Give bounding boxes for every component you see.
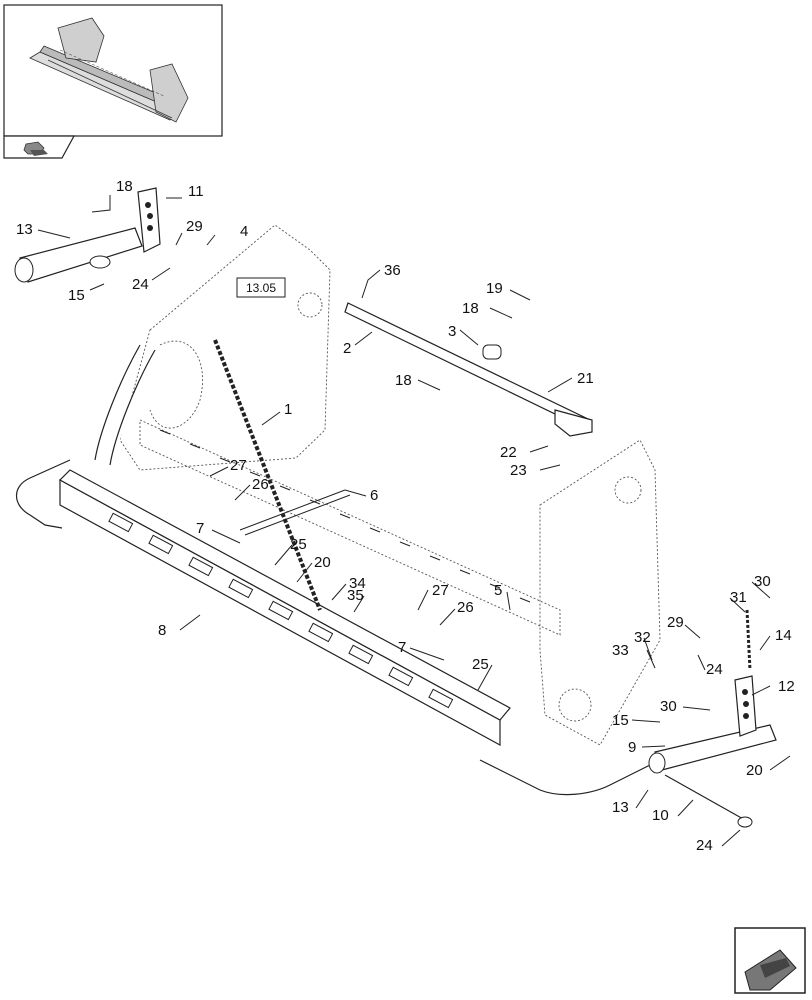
callout-18: 19 <box>486 280 503 297</box>
right-plate <box>734 675 757 737</box>
callout-15: 15 <box>612 712 629 729</box>
callout-30: 30 <box>754 573 771 590</box>
callout-3: 3 <box>448 323 456 340</box>
right-chain <box>745 609 752 671</box>
callout-27: 27 <box>230 457 247 474</box>
callout-29: 30 <box>660 698 677 715</box>
drive-chain <box>213 339 322 611</box>
callout-34: 34 <box>349 575 366 592</box>
arrow-back-icon[interactable] <box>23 141 48 156</box>
callout-9: 9 <box>628 739 636 756</box>
bracket-bar <box>344 302 593 437</box>
callout-25: 25 <box>290 536 307 553</box>
callout-27: 27 <box>432 582 449 599</box>
callout-2: 2 <box>343 340 351 357</box>
callout-25: 25 <box>472 656 489 673</box>
callout-16: 18 <box>395 372 412 389</box>
callout-8: 8 <box>158 622 166 639</box>
callout-20: 22 <box>500 444 517 461</box>
callout-35: 35 <box>347 587 364 604</box>
front-tube-frame <box>15 344 691 796</box>
callout-14: 14 <box>775 627 792 644</box>
callout-24: 24 <box>132 276 149 293</box>
callout-15: 15 <box>68 287 85 304</box>
callout-31: 31 <box>730 589 747 606</box>
callout-23: 24 <box>696 837 713 854</box>
callout-32: 32 <box>634 629 651 646</box>
callout-24: 24 <box>706 661 723 678</box>
right-shaft <box>648 724 777 828</box>
thumbnail-panel[interactable] <box>3 4 223 159</box>
guard-slots <box>108 512 454 709</box>
callout-22: 20 <box>314 554 331 571</box>
callout-18: 20 <box>746 762 763 779</box>
callout-26: 26 <box>252 476 269 493</box>
callout-19: 21 <box>577 370 594 387</box>
callout-7: 7 <box>196 520 204 537</box>
arrow-next-icon[interactable] <box>734 927 806 994</box>
callout-29: 29 <box>186 218 203 235</box>
cutter-bar <box>59 469 511 747</box>
callout-17: 18 <box>462 300 479 317</box>
rod <box>239 489 351 536</box>
callout-11: 12 <box>778 678 795 695</box>
left-shaft <box>14 227 143 283</box>
callout-1: 1 <box>284 401 292 418</box>
callout-6: 6 <box>370 487 378 504</box>
callout-13: 13 <box>16 221 33 238</box>
header-frame <box>119 224 661 746</box>
callout-labels: 18 11 13 29 4 15 24 36 19 18 3 2 18 21 2… <box>16 178 795 854</box>
callout-10: 10 <box>652 807 669 824</box>
callout-5: 5 <box>494 582 502 599</box>
callout-12: 11 <box>188 183 204 200</box>
callout-28: 29 <box>667 614 684 631</box>
callout-4: 4 <box>240 223 248 240</box>
auger-teeth <box>159 429 531 603</box>
leader-lines <box>37 195 791 847</box>
callout-13: 13 <box>612 799 629 816</box>
header-thumbnail-image <box>29 17 189 123</box>
callout-33: 33 <box>612 642 629 659</box>
reference-label: 13.05 <box>246 281 276 295</box>
left-plate <box>137 187 161 253</box>
callout-21: 23 <box>510 462 527 479</box>
callout-36: 36 <box>384 262 401 279</box>
callout-7: 7 <box>398 639 406 656</box>
callout-26: 26 <box>457 599 474 616</box>
reference-box[interactable]: 13.05 <box>236 277 286 298</box>
callout-18: 18 <box>116 178 133 195</box>
